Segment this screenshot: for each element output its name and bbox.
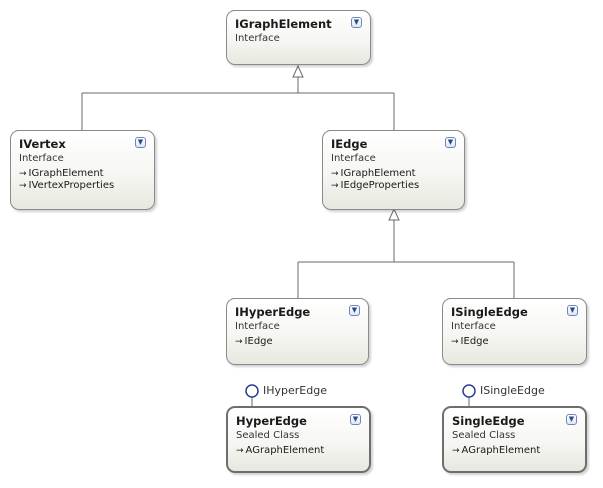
right-arrow-icon: →	[19, 169, 27, 179]
node-iedge[interactable]: IEdge Interface →IGraphElement →IEdgePro…	[322, 130, 465, 210]
member-label: IVertexProperties	[28, 180, 115, 191]
node-title: ISingleEdge	[451, 305, 528, 319]
lollipop-circle-hyperedge	[245, 384, 259, 398]
right-arrow-icon: →	[19, 181, 27, 191]
right-arrow-icon: →	[331, 181, 339, 191]
node-ivertex[interactable]: IVertex Interface →IGraphElement →IVerte…	[10, 130, 155, 210]
member-item: →IGraphElement	[19, 168, 146, 180]
member-label: IEdgeProperties	[340, 180, 420, 191]
node-stereotype: Interface	[451, 321, 496, 332]
right-arrow-icon: →	[452, 446, 460, 456]
node-igraphelement[interactable]: IGraphElement Interface ▼	[226, 10, 371, 65]
collapse-chevron-icon[interactable]: ▼	[566, 414, 577, 425]
member-label: IEdge	[244, 336, 273, 347]
member-item: →AGraphElement	[452, 445, 577, 457]
member-label: AGraphElement	[245, 445, 325, 456]
right-arrow-icon: →	[451, 337, 459, 347]
lollipop-label-hyperedge: IHyperEdge	[263, 384, 327, 397]
collapse-chevron-icon[interactable]: ▼	[350, 414, 361, 425]
collapse-chevron-icon[interactable]: ▼	[349, 305, 360, 316]
node-stereotype: Interface	[235, 321, 280, 332]
node-stereotype: Interface	[19, 153, 64, 164]
member-label: IGraphElement	[340, 168, 416, 179]
inherit-arrowhead-igraphelement	[292, 64, 304, 78]
member-item: →AGraphElement	[236, 445, 361, 457]
member-list: →IEdge	[235, 336, 360, 348]
node-stereotype: Sealed Class	[236, 430, 300, 441]
node-title: SingleEdge	[452, 414, 525, 428]
node-isingleedge[interactable]: ISingleEdge Interface →IEdge ▼	[442, 298, 587, 365]
lollipop-circle-singleedge	[462, 384, 476, 398]
node-stereotype: Interface	[331, 153, 376, 164]
lollipop-label-singleedge: ISingleEdge	[480, 384, 545, 397]
node-stereotype: Interface	[235, 33, 280, 44]
collapse-chevron-icon[interactable]: ▼	[445, 137, 456, 148]
node-ihyperedge[interactable]: IHyperEdge Interface →IEdge ▼	[226, 298, 369, 365]
member-label: AGraphElement	[461, 445, 541, 456]
member-list: →IEdge	[451, 336, 578, 348]
node-title: IVertex	[19, 137, 66, 151]
collapse-chevron-icon[interactable]: ▼	[351, 17, 362, 28]
node-title: IHyperEdge	[235, 305, 311, 319]
node-stereotype: Sealed Class	[452, 430, 516, 441]
member-list: →AGraphElement	[452, 445, 577, 457]
inherit-arrowhead-iedge	[388, 207, 400, 221]
node-title: HyperEdge	[236, 414, 307, 428]
node-hyperedge[interactable]: HyperEdge Sealed Class →AGraphElement ▼	[226, 406, 371, 473]
collapse-chevron-icon[interactable]: ▼	[567, 305, 578, 316]
member-item: →IEdgeProperties	[331, 180, 456, 192]
member-list: →IGraphElement →IVertexProperties	[19, 168, 146, 192]
member-item: →IEdge	[235, 336, 360, 348]
member-label: IGraphElement	[28, 168, 104, 179]
member-item: →IEdge	[451, 336, 578, 348]
node-singleedge[interactable]: SingleEdge Sealed Class →AGraphElement ▼	[442, 406, 587, 473]
member-list: →AGraphElement	[236, 445, 361, 457]
collapse-chevron-icon[interactable]: ▼	[135, 137, 146, 148]
member-list: →IGraphElement →IEdgeProperties	[331, 168, 456, 192]
node-title: IGraphElement	[235, 17, 332, 31]
right-arrow-icon: →	[235, 337, 243, 347]
member-item: →IGraphElement	[331, 168, 456, 180]
member-label: IEdge	[460, 336, 489, 347]
right-arrow-icon: →	[331, 169, 339, 179]
member-item: →IVertexProperties	[19, 180, 146, 192]
node-title: IEdge	[331, 137, 368, 151]
right-arrow-icon: →	[236, 446, 244, 456]
